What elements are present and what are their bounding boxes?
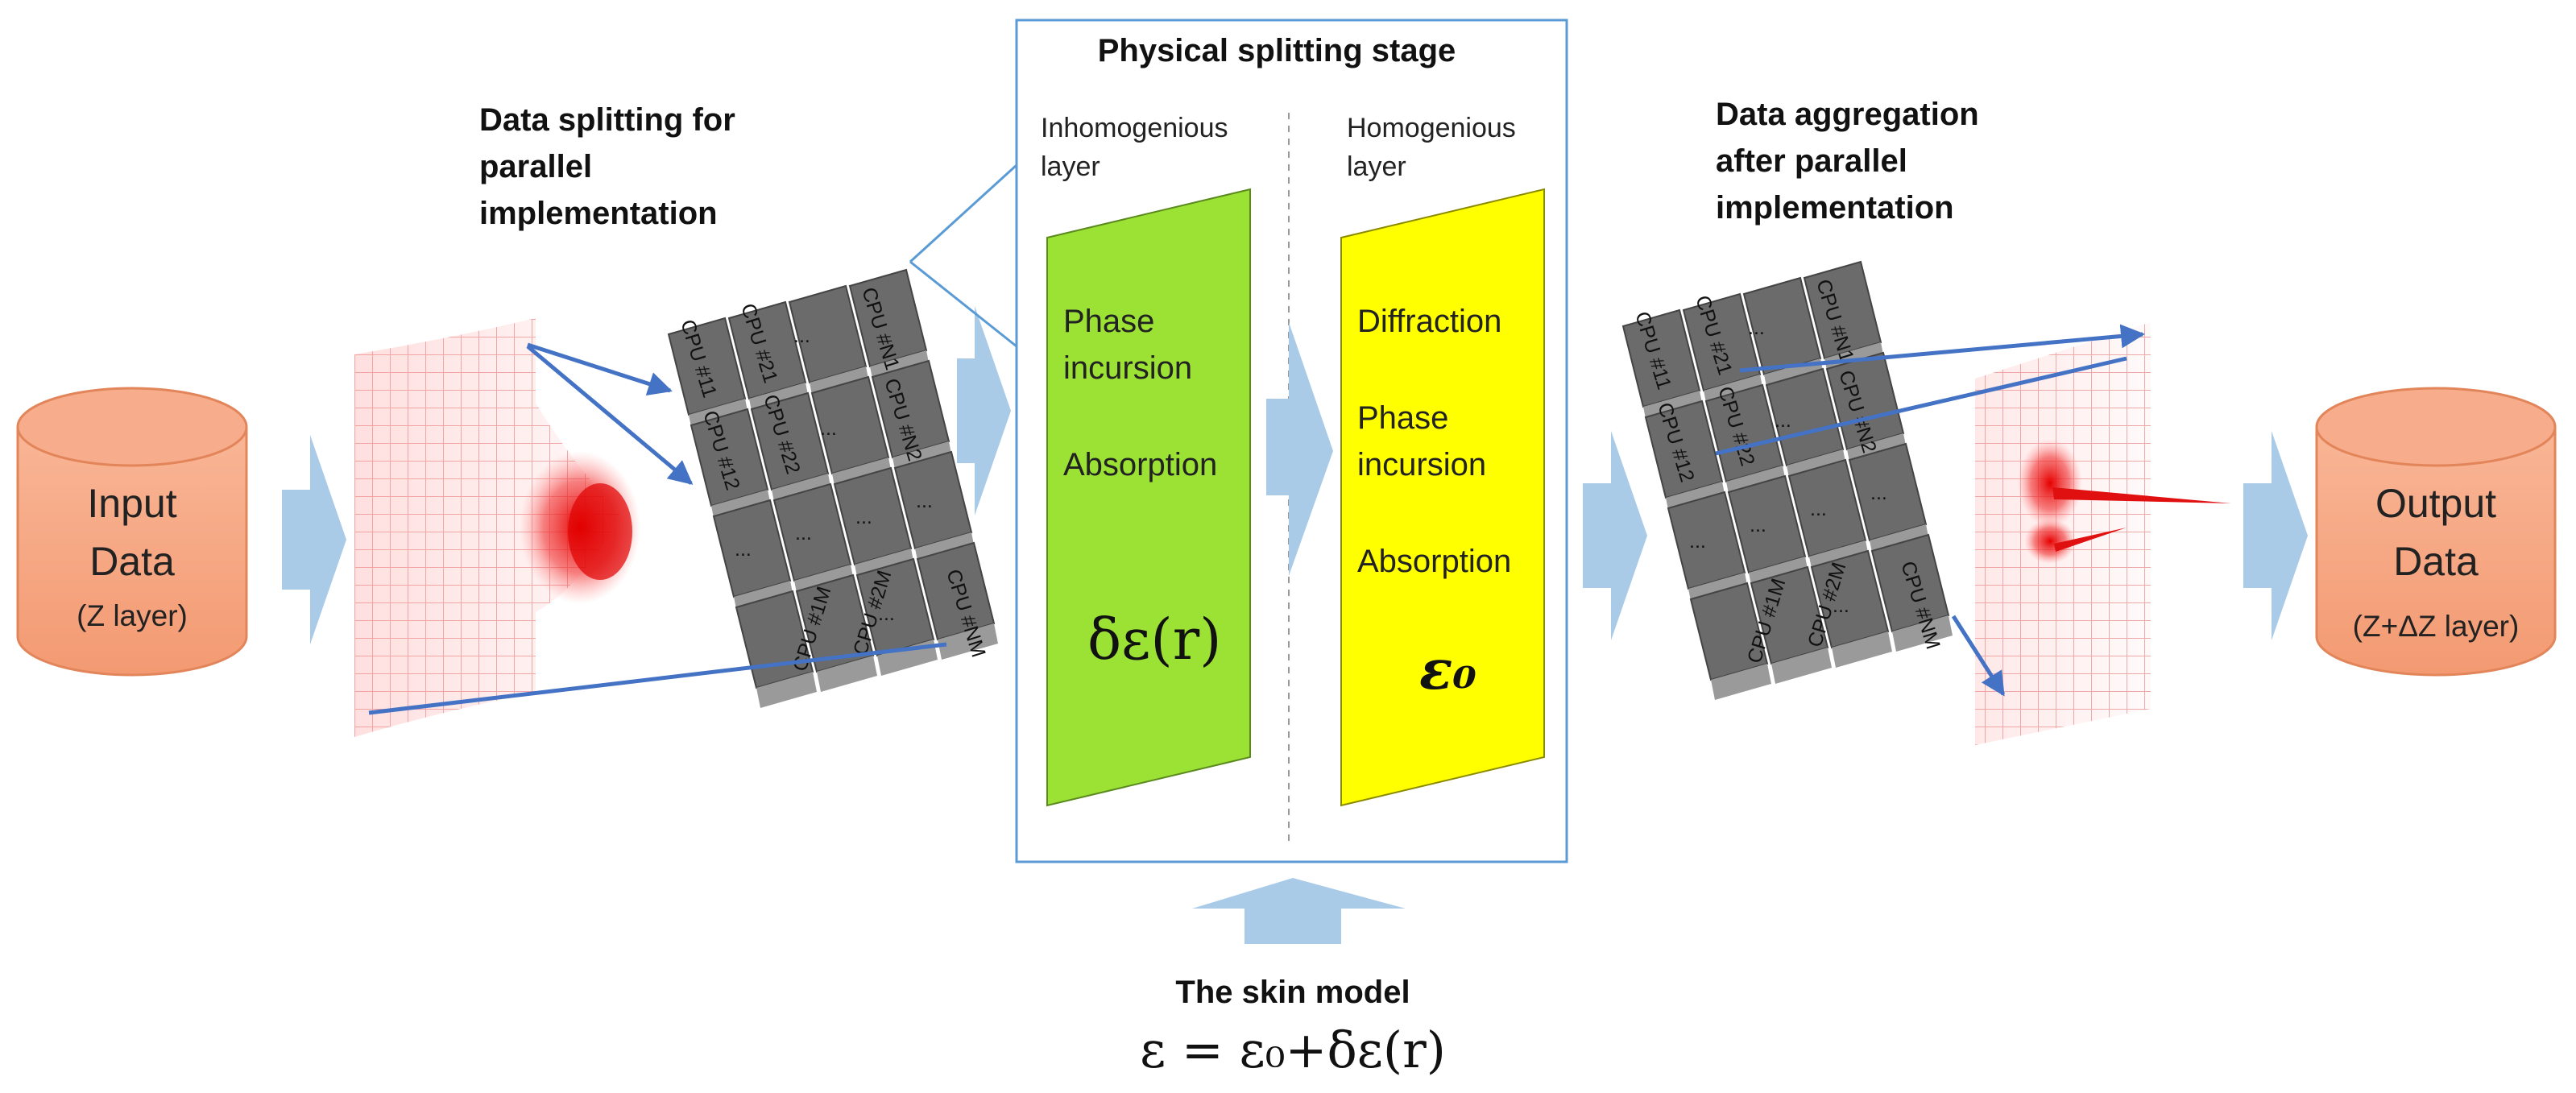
- flow-arrow-2: [957, 306, 1011, 515]
- output-label-line3: (Z+ΔZ layer): [2353, 610, 2520, 643]
- yellow-text-4: Absorption: [1357, 544, 1511, 579]
- flow-arrow-4: [1583, 431, 1647, 640]
- split-connector: [527, 342, 673, 396]
- stage-title: Physical splitting stage: [1098, 33, 1456, 68]
- green-text-1: Phase: [1063, 304, 1154, 339]
- physical-splitting-stage: Physical splitting stage Inhomogenious l…: [909, 19, 1568, 863]
- cpu-block: [795, 573, 877, 692]
- input-data-cylinder: Input Data (Z layer): [16, 387, 248, 677]
- yellow-text-1: Diffraction: [1357, 304, 1501, 339]
- cpu-label: ...: [1833, 594, 1849, 617]
- flow-arrow-1: [282, 435, 346, 644]
- yellow-formula: ε₀: [1419, 638, 1476, 702]
- cpu-label: ...: [1748, 317, 1765, 339]
- output-label-line2: Data: [2393, 539, 2479, 584]
- inhomo-label-line2: layer: [1041, 151, 1100, 182]
- green-formula: δε(r): [1087, 607, 1222, 673]
- split-connector: [368, 642, 947, 715]
- green-text-3: Absorption: [1063, 447, 1217, 482]
- flow-arrow-5: [2243, 431, 2308, 640]
- split-title-line2: parallel: [479, 149, 592, 184]
- cpu-label: ...: [1750, 514, 1766, 536]
- cpu-label: ...: [878, 602, 895, 625]
- skin-model-formula: ε = ε₀+δε(r): [1140, 1021, 1446, 1079]
- inhomogeneous-layer-panel: [1046, 188, 1251, 807]
- homo-label-line1: Homogenious: [1347, 113, 1516, 143]
- cpu-block: [1689, 582, 1771, 700]
- input-label-line1: Input: [87, 481, 176, 526]
- aggregate-title-line2: after parallel: [1716, 143, 1907, 179]
- output-field-mesh: [1975, 322, 2231, 745]
- cpu-block: [1810, 549, 1892, 668]
- yellow-text-2: Phase: [1357, 400, 1448, 436]
- cpu-label: ...: [855, 506, 872, 528]
- cpu-label: ...: [916, 490, 933, 512]
- aggregate-title-line3: implementation: [1716, 190, 1954, 226]
- cpu-label: ...: [795, 522, 812, 544]
- aggregate-connector: [1739, 324, 2145, 373]
- split-title-line3: implementation: [479, 196, 718, 231]
- cpu-label: ...: [1775, 409, 1791, 432]
- yellow-text-3: incursion: [1357, 447, 1486, 482]
- cpu-label: ...: [1810, 498, 1827, 520]
- skin-model-up-arrow: [1192, 878, 1406, 944]
- cpu-label: ...: [1870, 482, 1887, 504]
- output-label-line1: Output: [2375, 481, 2496, 526]
- cpu-block: [1750, 565, 1832, 684]
- cpu-label: ...: [793, 325, 810, 347]
- aggregate-connector: [1951, 615, 2006, 697]
- cpu-label: ...: [1689, 530, 1706, 553]
- output-data-cylinder: Output Data (Z+ΔZ layer): [2315, 387, 2557, 677]
- cpu-block: [1870, 533, 1953, 652]
- homogeneous-layer-panel: [1340, 188, 1545, 807]
- input-label-line2: Data: [89, 539, 175, 584]
- split-title-line1: Data splitting for: [479, 102, 735, 138]
- green-text-2: incursion: [1063, 350, 1192, 386]
- skin-model-title: The skin model: [1175, 975, 1410, 1010]
- aggregate-connector: [1715, 356, 2127, 456]
- cpu-grid-left: CPU #11 CPU #21 ... CPU #N1 CPU #12 CPU …: [667, 268, 998, 708]
- flow-arrow-3: [1266, 322, 1333, 576]
- cpu-label: ...: [735, 538, 752, 561]
- cpu-label: ...: [820, 417, 837, 440]
- input-field-mesh: [354, 318, 640, 737]
- inhomo-label-line1: Inhomogenious: [1041, 113, 1228, 143]
- cpu-block: [916, 541, 998, 660]
- split-connector: [526, 345, 694, 485]
- cpu-grid-right: CPU #11 CPU #21 ... CPU #N1 CPU #12 CPU …: [1621, 260, 1953, 700]
- aggregate-title-line1: Data aggregation: [1716, 97, 1979, 132]
- input-label-line3: (Z layer): [77, 599, 188, 632]
- homo-label-line2: layer: [1347, 151, 1406, 182]
